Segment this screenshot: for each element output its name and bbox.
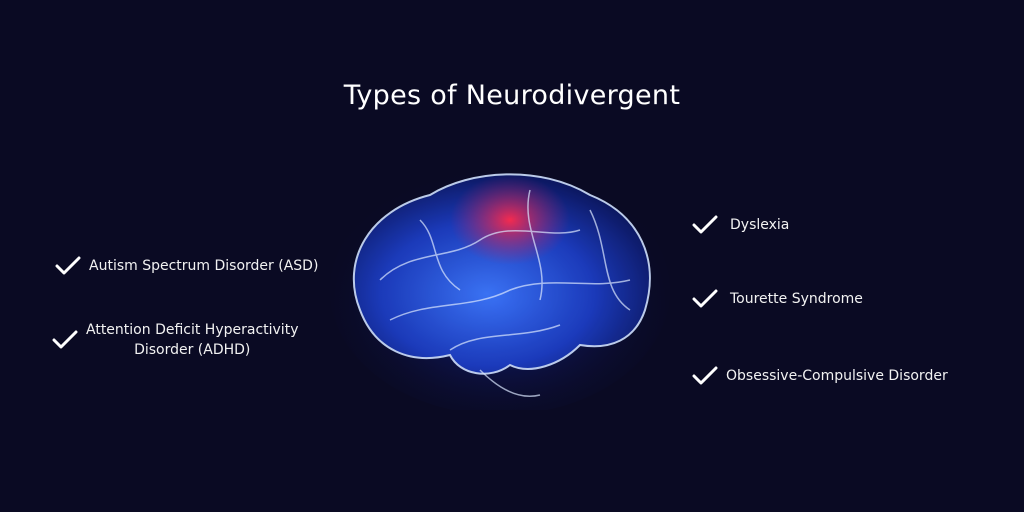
brain-illustration — [330, 165, 670, 410]
list-item-asd: Autism Spectrum Disorder (ASD) — [55, 256, 318, 276]
item-label-line2: Disorder (ADHD) — [134, 342, 251, 358]
item-label: Autism Spectrum Disorder (ASD) — [89, 258, 319, 274]
item-label: Obsessive-Compulsive Disorder — [726, 368, 948, 384]
check-icon — [692, 215, 718, 234]
list-item-tourette: Tourette Syndrome — [692, 289, 863, 309]
page-title: Types of Neurodivergent — [343, 80, 681, 111]
item-label: Dyslexia — [730, 217, 790, 233]
list-item-dyslexia: Dyslexia — [692, 215, 789, 235]
item-label: Tourette Syndrome — [730, 291, 863, 307]
check-icon — [692, 289, 718, 308]
check-icon — [52, 330, 78, 349]
check-icon — [55, 256, 81, 275]
list-item-ocd: Obsessive-Compulsive Disorder — [692, 366, 948, 386]
item-label-line1: Attention Deficit Hyperactivity — [86, 322, 299, 338]
check-icon — [692, 366, 718, 385]
